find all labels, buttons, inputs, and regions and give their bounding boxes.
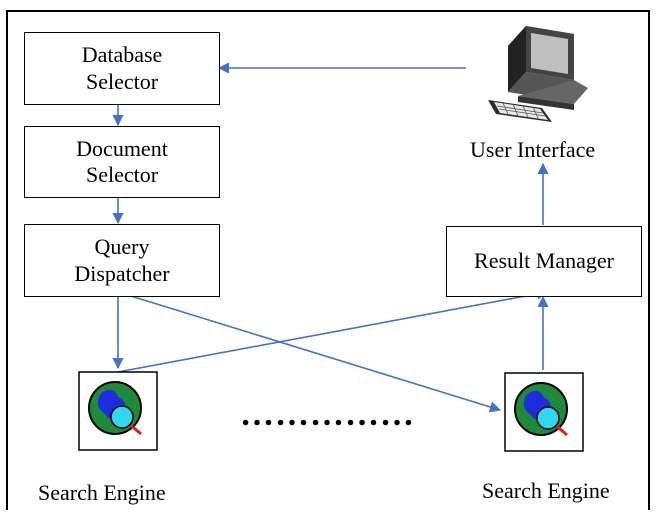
user-interface-label: User Interface [470, 137, 596, 162]
search-engine-icon-right [504, 372, 584, 452]
database-selector-box: Database Selector [24, 32, 220, 105]
engines-ellipsis: …………… [240, 396, 415, 433]
search-engine-right-label: Search Engine [482, 478, 610, 503]
search-engine-left-label: Search Engine [38, 480, 166, 505]
computer-icon [478, 18, 603, 128]
database-selector-line1: Database [81, 42, 163, 68]
query-dispatcher-box: Query Dispatcher [24, 224, 220, 297]
arrow-left-engine-to-result-manager [117, 288, 549, 373]
document-selector-line1: Document [76, 135, 168, 161]
database-selector-line2: Selector [85, 68, 159, 94]
result-manager-box: Result Manager [446, 226, 642, 297]
query-dispatcher-line1: Query [94, 234, 150, 260]
document-selector-line2: Selector [85, 162, 159, 187]
document-selector-box: Document Selector [24, 126, 220, 198]
diagram-frame [6, 10, 650, 510]
result-manager-label: Result Manager [474, 248, 614, 274]
arrow-query-to-right-engine [117, 291, 502, 413]
search-engine-icon-left [78, 371, 158, 451]
query-dispatcher-line2: Dispatcher [74, 260, 170, 286]
